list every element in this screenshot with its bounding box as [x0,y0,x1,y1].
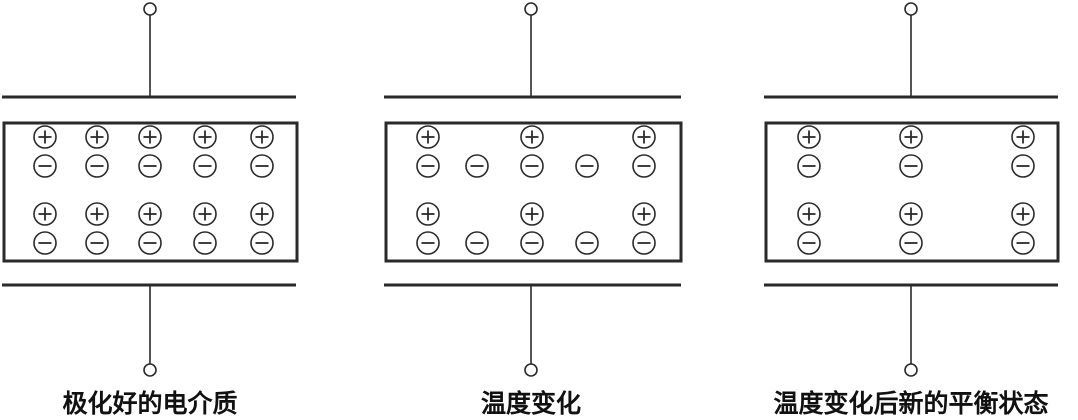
positive-charge-icon [520,125,544,149]
top-terminal [524,2,538,16]
top-terminal [143,2,157,16]
bottom-terminal [904,363,918,377]
positive-charge-icon [1011,202,1035,226]
negative-charge-icon [138,154,162,178]
positive-charge-icon [797,202,821,226]
negative-charge-icon [85,154,109,178]
negative-charge-icon [520,231,544,255]
negative-charge-icon [899,154,923,178]
positive-charge-icon [193,125,217,149]
bottom-terminal [143,363,157,377]
positive-charge-icon [193,202,217,226]
negative-charge-icon [575,231,599,255]
positive-charge-icon [797,125,821,149]
positive-charge-icon [632,125,656,149]
panel-temperature-change: 温度变化 [384,2,683,418]
positive-charge-icon [416,125,440,149]
bottom-terminal [524,363,538,377]
positive-charge-icon [899,125,923,149]
negative-charge-icon [575,154,599,178]
negative-charge-icon [416,154,440,178]
negative-charge-icon [416,231,440,255]
positive-charge-icon [416,202,440,226]
positive-charge-icon [138,125,162,149]
charge-grid [33,125,274,255]
negative-charge-icon [465,231,489,255]
panel-caption: 温度变化后新的平衡状态 [773,389,1048,418]
positive-charge-icon [85,125,109,149]
positive-charge-icon [899,202,923,226]
positive-charge-icon [85,202,109,226]
positive-charge-icon [632,202,656,226]
negative-charge-icon [632,231,656,255]
panel-new-equilibrium: 温度变化后新的平衡状态 [764,2,1060,418]
charge-grid [416,125,656,255]
panel-polarized-dielectric: 极化好的电介质 [2,2,299,418]
negative-charge-icon [193,154,217,178]
negative-charge-icon [632,154,656,178]
panel-caption: 温度变化 [481,389,581,418]
positive-charge-icon [1011,125,1035,149]
negative-charge-icon [899,231,923,255]
negative-charge-icon [465,154,489,178]
negative-charge-icon [797,154,821,178]
positive-charge-icon [33,125,57,149]
top-terminal [904,2,918,16]
positive-charge-icon [250,202,274,226]
positive-charge-icon [520,202,544,226]
positive-charge-icon [33,202,57,226]
negative-charge-icon [138,231,162,255]
charge-grid [797,125,1035,255]
negative-charge-icon [33,154,57,178]
negative-charge-icon [797,231,821,255]
negative-charge-icon [85,231,109,255]
positive-charge-icon [250,125,274,149]
negative-charge-icon [520,154,544,178]
negative-charge-icon [1011,154,1035,178]
negative-charge-icon [33,231,57,255]
negative-charge-icon [250,154,274,178]
negative-charge-icon [250,231,274,255]
negative-charge-icon [193,231,217,255]
panel-caption: 极化好的电介质 [62,389,237,418]
negative-charge-icon [1011,231,1035,255]
positive-charge-icon [138,202,162,226]
